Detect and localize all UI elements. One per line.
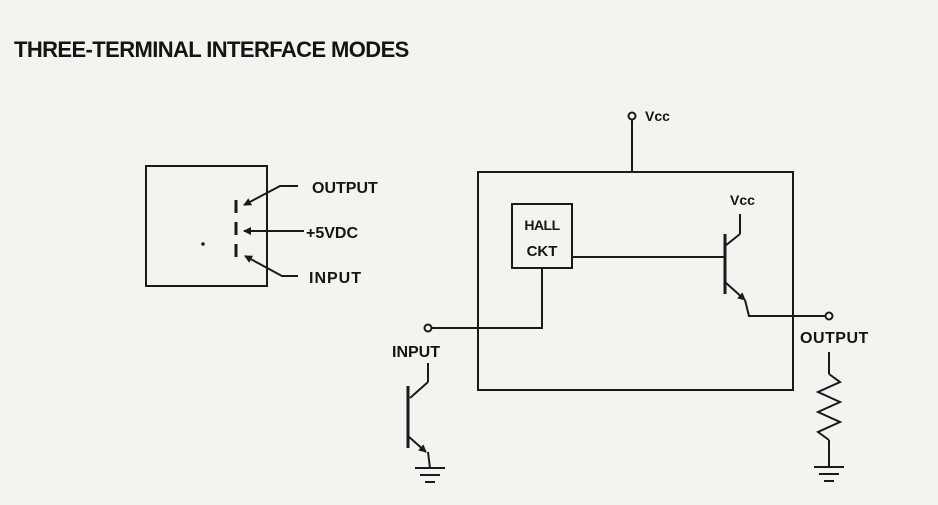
page-title: THREE-TERMINAL INTERFACE MODES xyxy=(14,37,409,62)
package-dot xyxy=(201,242,205,246)
pin-label-supply: +5VDC xyxy=(306,225,358,242)
interface-circuit: Vcc HALL CKT Vcc OUTPUT INPUT xyxy=(392,108,869,483)
output-terminal xyxy=(824,311,834,321)
output-wire xyxy=(744,299,825,317)
output-transistor-collector xyxy=(724,233,741,247)
pin-label-output: OUTPUT xyxy=(312,180,378,197)
vcc-terminal xyxy=(627,111,637,121)
hall-label-line1: HALL xyxy=(524,217,560,233)
input-terminal xyxy=(423,323,433,333)
callout-input-arrow xyxy=(244,255,298,277)
vcc-top-label: Vcc xyxy=(645,108,670,124)
output-ground-icon xyxy=(814,466,844,482)
hall-label-line2: CKT xyxy=(527,243,558,260)
input-emitter-wire xyxy=(427,451,431,469)
output-transistor-emitter xyxy=(724,281,746,301)
input-transistor-collector xyxy=(409,381,429,399)
package-outline xyxy=(145,165,268,287)
output-label: OUTPUT xyxy=(800,330,869,347)
sensor-body xyxy=(477,171,794,391)
input-transistor-emitter xyxy=(407,435,427,453)
vcc-transistor-label: Vcc xyxy=(730,192,755,208)
input-ground-icon xyxy=(415,467,445,483)
input-label: INPUT xyxy=(392,344,440,361)
pin-label-input: INPUT xyxy=(309,270,362,287)
callout-output-arrow xyxy=(243,185,298,206)
output-resistor xyxy=(815,373,843,441)
sensor-package: OUTPUT +5VDC INPUT xyxy=(145,165,378,287)
input-wire xyxy=(432,268,543,329)
